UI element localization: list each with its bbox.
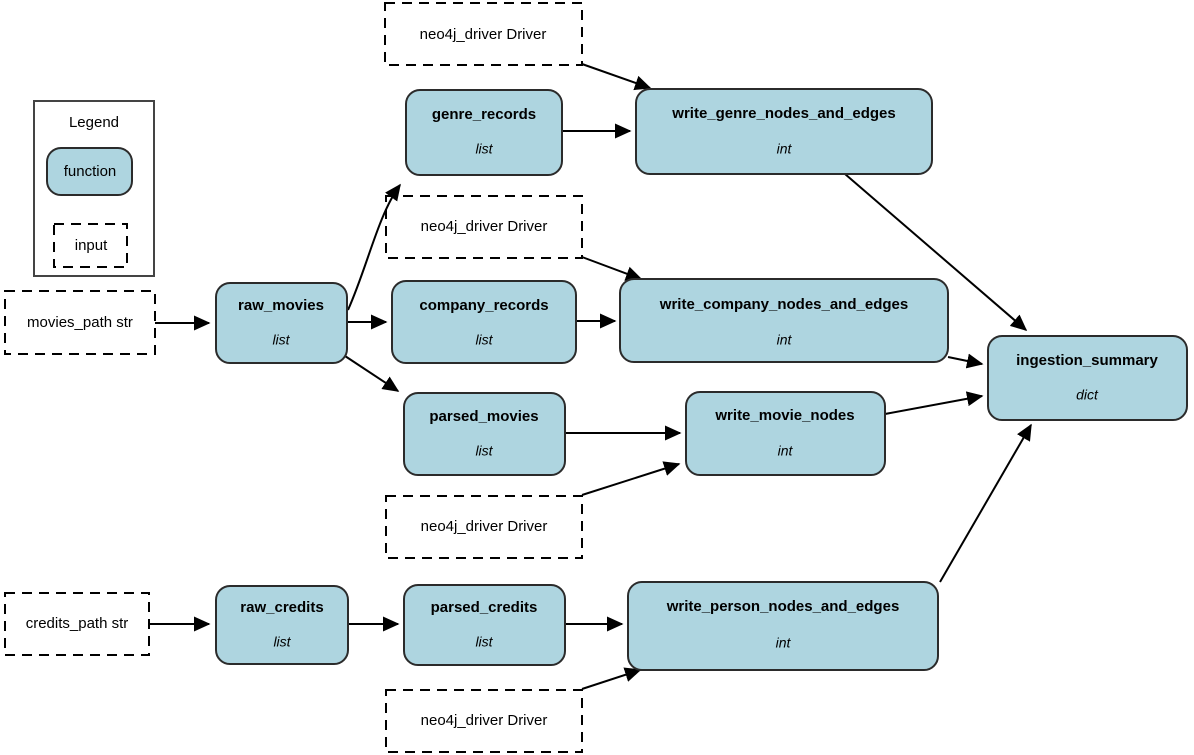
legend: Legend function input — [33, 100, 155, 277]
edge-driver-to-write-company — [581, 256, 643, 281]
input-label: neo4j_driver Driver — [421, 712, 548, 729]
edge-write-genre-to-summary — [844, 173, 1028, 331]
node-box[interactable] — [215, 585, 349, 665]
input-box[interactable] — [384, 2, 583, 66]
node-parsed-movies[interactable]: parsed_movies list — [403, 392, 566, 476]
node-type: int — [778, 443, 794, 459]
input-box[interactable] — [385, 689, 583, 753]
node-title: parsed_credits — [431, 599, 538, 616]
edge-driver-to-write-movie — [581, 461, 681, 496]
node-write-person-nodes-and-edges[interactable]: write_person_nodes_and_edges int — [627, 581, 939, 671]
node-type: list — [475, 634, 493, 650]
node-type: list — [475, 332, 493, 348]
input-label: neo4j_driver Driver — [421, 518, 548, 535]
node-raw-credits[interactable]: raw_credits list — [215, 585, 349, 665]
node-type: list — [272, 332, 290, 348]
legend-input-label: input — [75, 237, 108, 254]
legend-function-swatch — [46, 147, 133, 196]
edge-raw-movies-to-genre-records — [347, 183, 401, 311]
node-ingestion-summary[interactable]: ingestion_summary dict — [987, 335, 1188, 421]
node-title: parsed_movies — [429, 408, 538, 425]
legend-title: Legend — [69, 114, 119, 131]
node-title: write_person_nodes_and_edges — [666, 598, 900, 615]
edge-write-company-to-summary — [947, 353, 984, 369]
node-title: genre_records — [432, 106, 536, 123]
input-movies-path[interactable]: movies_path str — [4, 290, 156, 355]
node-title: ingestion_summary — [1016, 352, 1158, 369]
input-driver-person[interactable]: neo4j_driver Driver — [385, 689, 583, 753]
input-box[interactable] — [385, 195, 583, 259]
node-box[interactable] — [391, 280, 577, 364]
node-type: list — [273, 634, 291, 650]
input-label: movies_path str — [27, 314, 133, 331]
node-company-records[interactable]: company_records list — [391, 280, 577, 364]
node-box[interactable] — [987, 335, 1188, 421]
node-raw-movies[interactable]: raw_movies list — [215, 282, 348, 364]
node-box[interactable] — [635, 88, 933, 175]
node-box[interactable] — [685, 391, 886, 476]
node-box[interactable] — [405, 89, 563, 176]
input-driver-genre[interactable]: neo4j_driver Driver — [384, 2, 583, 66]
node-box[interactable] — [215, 282, 348, 364]
node-parsed-credits[interactable]: parsed_credits list — [403, 584, 566, 666]
input-label: neo4j_driver Driver — [421, 218, 548, 235]
node-write-genre-nodes-and-edges[interactable]: write_genre_nodes_and_edges int — [635, 88, 933, 175]
node-title: write_genre_nodes_and_edges — [671, 105, 895, 122]
input-label: credits_path str — [26, 615, 129, 632]
node-title: write_company_nodes_and_edges — [659, 296, 908, 313]
node-type: int — [777, 141, 793, 157]
edge-driver-to-write-genre — [581, 63, 652, 91]
input-box[interactable] — [4, 290, 156, 355]
node-title: write_movie_nodes — [714, 407, 854, 424]
input-driver-company[interactable]: neo4j_driver Driver — [385, 195, 583, 259]
node-genre-records[interactable]: genre_records list — [405, 89, 563, 176]
legend-function-label: function — [64, 163, 117, 180]
node-box[interactable] — [619, 278, 949, 363]
edge-write-person-to-summary — [939, 423, 1032, 583]
node-write-company-nodes-and-edges[interactable]: write_company_nodes_and_edges int — [619, 278, 949, 363]
node-box[interactable] — [403, 392, 566, 476]
node-type: int — [777, 332, 793, 348]
node-box[interactable] — [403, 584, 566, 666]
edge-raw-movies-to-parsed-movies — [344, 355, 400, 392]
node-title: raw_movies — [238, 297, 324, 314]
node-box[interactable] — [627, 581, 939, 671]
input-box[interactable] — [4, 592, 150, 656]
input-credits-path[interactable]: credits_path str — [4, 592, 150, 656]
node-write-movie-nodes[interactable]: write_movie_nodes int — [685, 391, 886, 476]
legend-input-swatch — [53, 223, 128, 268]
input-driver-movie[interactable]: neo4j_driver Driver — [385, 495, 583, 559]
node-type: dict — [1076, 387, 1099, 403]
node-type: int — [776, 635, 792, 651]
node-title: raw_credits — [240, 599, 323, 616]
node-type: list — [475, 141, 493, 157]
input-box[interactable] — [385, 495, 583, 559]
edge-driver-to-write-person — [581, 667, 642, 690]
edges — [149, 63, 1032, 690]
node-type: list — [475, 443, 493, 459]
input-label: neo4j_driver Driver — [420, 26, 547, 43]
edge-write-movie-to-summary — [884, 391, 984, 415]
node-title: company_records — [419, 297, 548, 314]
